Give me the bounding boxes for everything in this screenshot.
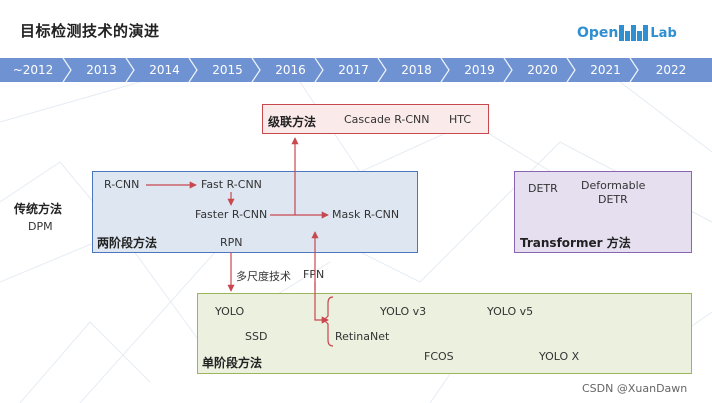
method-yolo-x: YOLO X [539, 350, 580, 363]
timeline-year: ~2012 [12, 63, 54, 77]
one-stage-methods-title: 单阶段方法 [202, 356, 263, 370]
two-stage-methods-title: 两阶段方法 [97, 236, 158, 250]
timeline-bar: ~2012 2013 2014 2015 2016 2017 2018 2019… [0, 58, 712, 82]
method-dpm: DPM [28, 220, 53, 233]
method-htc: HTC [449, 113, 472, 126]
logo-text-lab: Lab [650, 25, 677, 41]
timeline-year: 2018 [401, 63, 432, 77]
timeline-year: 2014 [149, 63, 180, 77]
logo-mm-mark [619, 25, 649, 41]
method-rpn: RPN [220, 236, 243, 249]
cascade-methods-box [262, 104, 489, 134]
one-stage-methods-box [197, 293, 692, 374]
method-deformable-detr-line2: DETR [598, 193, 628, 206]
timeline-year: 2019 [464, 63, 495, 77]
timeline-chevrons [62, 58, 639, 82]
timeline-year: 2013 [86, 63, 117, 77]
transformer-methods-box [514, 171, 692, 253]
logo-text-open: Open [577, 25, 619, 41]
openmmlab-logo: Open Lab [577, 22, 677, 44]
method-fast-rcnn: Fast R-CNN [201, 178, 262, 191]
method-retinanet: RetinaNet [335, 330, 390, 343]
watermark: CSDN @XuanDawn [582, 382, 688, 395]
timeline-year: 2022 [655, 63, 687, 77]
timeline-year: 2021 [590, 63, 621, 77]
method-ssd: SSD [245, 330, 268, 343]
method-rcnn: R-CNN [104, 178, 140, 191]
method-detr: DETR [528, 182, 558, 195]
method-mask-rcnn: Mask R-CNN [332, 208, 400, 221]
method-yolo-v3: YOLO v3 [380, 305, 427, 318]
method-yolo: YOLO [215, 305, 245, 318]
traditional-methods-title: 传统方法 [14, 202, 63, 216]
two-stage-methods-box [92, 171, 418, 253]
timeline-year: 2015 [212, 63, 243, 77]
fpn-label: FPN [303, 268, 325, 281]
multiscale-label: 多尺度技术 [236, 270, 291, 283]
method-cascade-rcnn: Cascade R-CNN [344, 113, 430, 126]
page-title: 目标检测技术的演进 [20, 22, 160, 40]
method-yolo-v5: YOLO v5 [487, 305, 534, 318]
method-faster-rcnn: Faster R-CNN [195, 208, 268, 221]
method-fcos: FCOS [424, 350, 454, 363]
transformer-methods-title: Transformer 方法 [520, 236, 631, 250]
timeline-year: 2020 [527, 63, 558, 77]
timeline-year: 2017 [338, 63, 369, 77]
method-deformable-detr-line1: Deformable [581, 179, 646, 192]
cascade-methods-title: 级联方法 [268, 115, 317, 129]
timeline-year: 2016 [275, 63, 306, 77]
